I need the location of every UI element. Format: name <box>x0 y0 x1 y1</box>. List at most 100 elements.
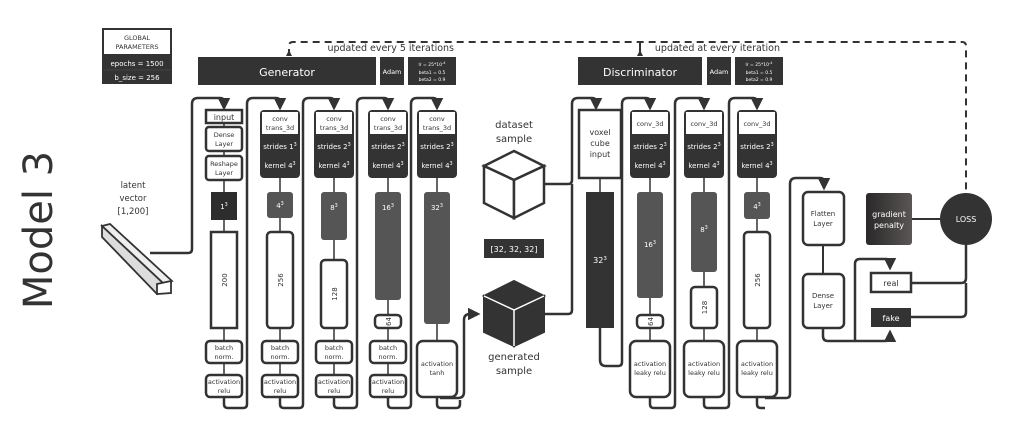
dense-layer-label-2: Layer <box>215 140 233 148</box>
conv-name-box <box>739 112 775 134</box>
conv-name-2: trans_3d <box>374 124 402 132</box>
strides-label: strides 23 <box>371 142 404 151</box>
conv-name-box <box>316 112 352 134</box>
conv-name-1: conv <box>272 115 288 123</box>
flatten-layer-box <box>801 190 846 247</box>
dataset-sample-label-2: sample <box>496 134 532 145</box>
activation-label-2: tanh <box>430 369 445 377</box>
volume-label-exp: 3 <box>281 201 284 207</box>
generator-beta2: beta2 = 0.9 <box>419 77 446 83</box>
activation-label-2: relu <box>274 387 286 395</box>
activation-label-1: activation <box>372 378 404 386</box>
strides-label: strides 13 <box>263 142 296 151</box>
kernel-label-exp: 3 <box>347 161 350 167</box>
generator-optimizer: Adam <box>383 68 402 76</box>
voxel-input-label-3: input <box>590 150 611 159</box>
volume-label-text: 8 <box>700 226 704 234</box>
strides-label-exp: 3 <box>451 142 454 148</box>
discriminator-beta1: beta1 = 0.5 <box>746 70 773 76</box>
dataset-sample-label-1: dataset <box>495 120 533 131</box>
conv-name: conv_3d <box>743 120 770 128</box>
batch-norm-label-2: norm. <box>324 353 343 361</box>
discriminator-optimizer-box <box>707 57 731 85</box>
generator-update-note: updated every 5 iterations <box>327 43 454 54</box>
conv-name-box <box>419 112 455 134</box>
discriminator-lr: lr = 25*10-4 <box>746 61 774 68</box>
real-to-loss-connector <box>911 245 968 285</box>
conv-name-box <box>370 112 406 134</box>
dense-layer-label-1: Dense <box>214 131 235 139</box>
channels-label: 128 <box>331 287 339 300</box>
volume-label-text: 16 <box>644 241 653 249</box>
generator-label-box <box>198 57 376 85</box>
epochs-value: epochs = 1500 <box>110 60 163 68</box>
batch-norm-label-2: norm. <box>378 353 397 361</box>
latent-to-generator-connector <box>150 96 231 255</box>
generated-sample-label-2: sample <box>496 366 532 377</box>
activation-label-2: relu <box>382 387 394 395</box>
strides-label-text: strides 2 <box>371 143 401 151</box>
strides-label-exp: 3 <box>664 142 667 148</box>
channels-label: 256 <box>277 273 285 287</box>
kernel-label-text: kernel 4 <box>421 162 450 170</box>
strides-label: strides 23 <box>317 142 350 151</box>
discriminator-label: Discriminator <box>603 66 677 79</box>
discriminator-head: Flatten Layer Dense Layer <box>765 176 897 400</box>
generator-to-generated-connector <box>440 307 481 400</box>
kernel-label-exp: 3 <box>293 161 296 167</box>
volume-box <box>691 192 717 272</box>
voxel-volume-exp: 3 <box>603 256 607 262</box>
volume-box <box>744 192 770 219</box>
volume-label-exp: 3 <box>653 240 656 246</box>
global-parameters-heading: GLOBAL <box>124 34 150 42</box>
kernel-label: kernel 43 <box>741 161 772 170</box>
conv-name: conv_3d <box>636 120 663 128</box>
volume-label-exp: 3 <box>335 203 338 209</box>
generator-blocks: inputDenseLayerReshapeLayer13200batchnor… <box>204 96 462 410</box>
volume-box <box>267 192 293 218</box>
strides-label-text: strides 2 <box>317 143 347 151</box>
discriminator-input-block: voxel cube input 323 <box>577 96 657 368</box>
activation-label-1: activation <box>264 378 296 386</box>
batch-size-value: b_size = 256 <box>114 74 160 82</box>
discriminator-update-note: updated at every iteration <box>655 43 780 54</box>
volume-label: 13 <box>220 202 228 211</box>
volume-label-exp: 3 <box>705 225 708 231</box>
volume-box <box>211 192 237 220</box>
fake-label-box <box>871 308 911 327</box>
generator-lr-text: lr = 25*10 <box>419 62 443 68</box>
discriminator-block-connector <box>702 96 764 410</box>
generator-hyperparams-box <box>408 57 456 85</box>
feedback-dashed-line <box>288 41 967 192</box>
channels-label: 200 <box>221 273 229 286</box>
fake-to-loss-connector <box>911 283 968 319</box>
reshape-layer-label-2: Layer <box>215 169 233 177</box>
activation-label-2: leaky relu <box>741 369 773 377</box>
global-parameters-heading-2: PARAMETERS <box>115 43 158 51</box>
volume-box <box>637 192 663 298</box>
conv-name-box <box>632 112 668 134</box>
batch-norm-label-2: norm. <box>214 353 233 361</box>
voxel-input-label-2: cube <box>590 139 610 148</box>
kernel-label-text: kernel 4 <box>634 162 663 170</box>
conv-name-1: conv <box>326 115 342 123</box>
channels-label: 128 <box>701 301 709 314</box>
generated-sample-label-1: generated <box>488 352 540 363</box>
batch-norm-label-2: norm. <box>270 353 289 361</box>
discriminator-lr-exp: -4 <box>769 61 773 65</box>
discriminator-label-box <box>578 57 702 85</box>
dense-to-real-connector <box>853 257 897 341</box>
conv-name-2: trans_3d <box>423 124 451 132</box>
kernel-label: kernel 43 <box>634 161 665 170</box>
conv-name-box <box>686 112 722 134</box>
sample-shape: [32, 32, 32] <box>491 245 538 254</box>
strides-label-exp: 3 <box>348 142 351 148</box>
strides-label: strides 23 <box>687 142 720 151</box>
dataset-to-discriminator-connector <box>544 96 603 186</box>
volume-label-exp: 3 <box>758 202 761 208</box>
